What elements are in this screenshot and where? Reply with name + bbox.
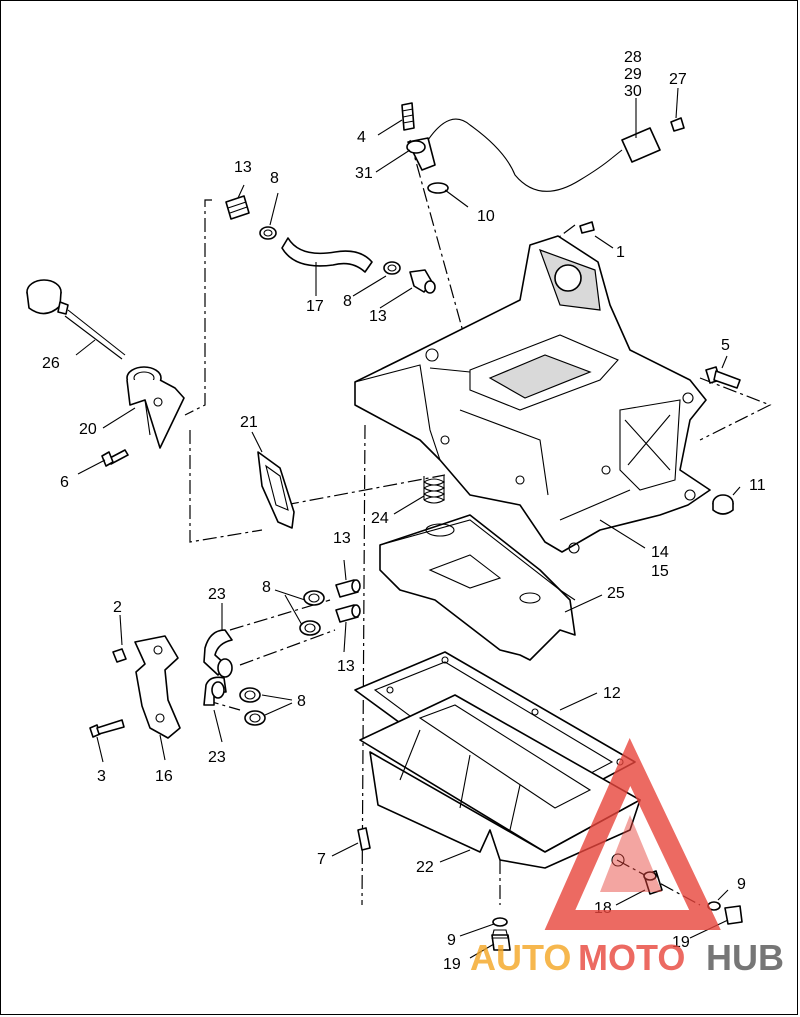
plug-11-part: [712, 494, 734, 515]
callout-9-bottom: 9: [447, 932, 456, 949]
callout-13-top-right: 13: [369, 308, 387, 325]
oring-9-bottom-part: [492, 917, 508, 927]
plug-19-right-part: [724, 905, 743, 925]
callout-25: 25: [607, 585, 625, 602]
clamp-8-upper-right: [383, 261, 401, 275]
callout-30: 30: [624, 83, 642, 100]
callout-15: 15: [651, 563, 669, 580]
callout-27: 27: [669, 71, 687, 88]
callout-labels: 1 2 3 4 5 6 7 8 8 8 8 9 9 10 11 12 13 13…: [42, 49, 766, 973]
callout-5: 5: [721, 337, 730, 354]
watermark-text-moto: MOTO: [578, 937, 685, 978]
callout-8-lower: 8: [297, 693, 306, 710]
fitting-13-upper-right: [409, 269, 436, 294]
bracket-16-part: [134, 635, 181, 739]
watermark-text-hub: HUB: [706, 937, 784, 978]
hose-23-lower-part: [203, 676, 227, 706]
fitting-13-middle-lower: [335, 604, 361, 623]
callout-13-middle-lower: 13: [337, 658, 355, 675]
callout-29: 29: [624, 66, 642, 83]
fitting-13-middle-upper: [335, 579, 361, 598]
callout-13-top-left: 13: [234, 159, 252, 176]
callout-7: 7: [317, 851, 326, 868]
spring-24-part: [423, 476, 446, 504]
screw-3-part: [89, 719, 125, 738]
watermark-triangle-outer: [544, 738, 721, 930]
callout-22: 22: [416, 859, 434, 876]
cover-25-part: [379, 514, 576, 661]
clamp-8-middle-upper: [303, 590, 325, 606]
watermark-triangle-inner: [600, 815, 662, 892]
clamp-8-lower-lower: [244, 710, 266, 726]
callout-8-top-right: 8: [343, 293, 352, 310]
callout-19-bottom: 19: [443, 956, 461, 973]
gasket-21-part: [257, 451, 295, 529]
screw-1-part: [579, 221, 595, 234]
callout-17: 17: [306, 298, 324, 315]
screw-6-part: [101, 449, 129, 467]
transmission-housing-part: [354, 235, 711, 554]
callout-8-middle: 8: [262, 579, 271, 596]
filler-neck-part: [126, 366, 185, 449]
callout-23-upper: 23: [208, 586, 226, 603]
callout-21: 21: [240, 414, 258, 431]
callout-14: 14: [651, 544, 669, 561]
callout-11: 11: [749, 477, 766, 494]
callout-16: 16: [155, 768, 173, 785]
clamp-8-middle-lower: [299, 620, 321, 636]
clamp-8-upper-left: [259, 226, 277, 240]
callout-4: 4: [357, 129, 366, 146]
screw-7-part: [357, 827, 371, 851]
leader-lines: [75, 87, 741, 959]
callout-1: 1: [616, 244, 625, 261]
callout-20: 20: [79, 421, 97, 438]
callout-23-lower: 23: [208, 749, 226, 766]
watermark-text-auto: AUTO: [470, 937, 571, 978]
dipstick-part: [26, 279, 126, 360]
callout-3: 3: [97, 768, 106, 785]
callout-31: 31: [355, 165, 373, 182]
callout-8-top-left: 8: [270, 170, 279, 187]
callout-13-middle-upper: 13: [333, 530, 351, 547]
automotohub-watermark: AUTO MOTO HUB: [470, 738, 784, 978]
callout-10: 10: [477, 208, 495, 225]
callout-24: 24: [371, 510, 389, 527]
hose-23-upper-part: [203, 629, 233, 678]
callout-28: 28: [624, 49, 642, 66]
callout-6: 6: [60, 474, 69, 491]
sensor-31-part: [401, 102, 685, 194]
oring-10-part: [427, 182, 449, 194]
plug-18-part: [643, 870, 663, 895]
bolt-5-part: [705, 366, 741, 389]
callout-2: 2: [113, 599, 122, 616]
clamp-8-lower-upper: [239, 687, 261, 703]
hose-17-part: [281, 237, 373, 273]
fitting-13-upper-left: [225, 195, 250, 220]
callout-19-right: 19: [672, 934, 690, 951]
callout-9-right: 9: [737, 876, 746, 893]
screw-2-part: [112, 648, 127, 663]
callout-12: 12: [603, 685, 621, 702]
callout-26: 26: [42, 355, 60, 372]
